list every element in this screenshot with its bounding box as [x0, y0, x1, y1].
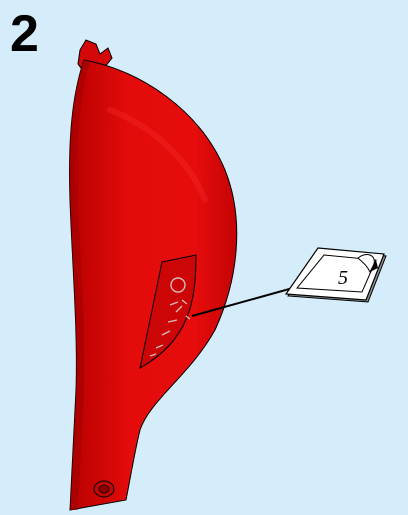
panel-body: [69, 59, 238, 511]
pin-hole: [93, 480, 115, 498]
sticker-card: [284, 247, 385, 301]
panel-edge: [69, 60, 90, 510]
curved-red-panel: [69, 39, 238, 511]
sticker-callout: 5: [284, 247, 387, 303]
step-number: 2: [10, 5, 39, 63]
sticker-number: 5: [338, 267, 348, 289]
sticker-area-pattern: [149, 277, 191, 357]
panel-highlight: [107, 107, 208, 203]
peel-shadow: [370, 260, 378, 272]
sticker-area: [139, 254, 197, 369]
